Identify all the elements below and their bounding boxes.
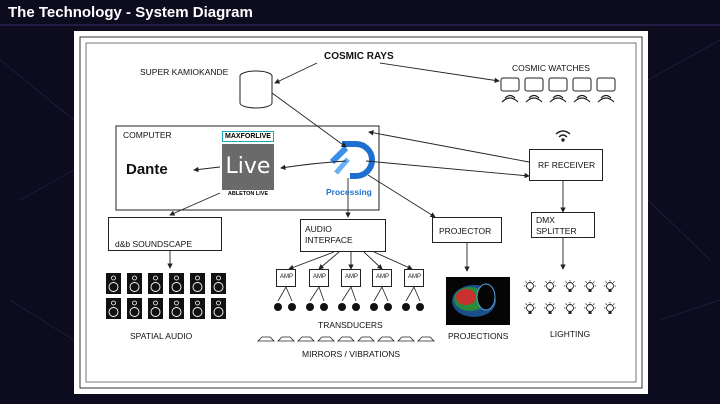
transducers-label: TRANSDUCERS (318, 320, 383, 330)
projector-box: PROJECTOR (432, 217, 502, 243)
amp-box-3: AMP (341, 269, 361, 287)
lighting-label: LIGHTING (550, 329, 591, 339)
speaker-icon (127, 298, 142, 319)
amp-box-5: AMP (404, 269, 424, 287)
super-kamiokande-label: SUPER KAMIOKANDE (140, 67, 229, 77)
amp-box-2: AMP (309, 269, 329, 287)
system-diagram: COSMIC RAYS SUPER KAMIOKANDE COSMIC WATC… (74, 31, 648, 394)
dmx-splitter-box: DMX SPLITTER (531, 212, 595, 238)
speaker-icon (106, 298, 121, 319)
mirrors-row (257, 336, 435, 342)
slide-title: The Technology - System Diagram (8, 4, 253, 21)
bulb-icon (564, 302, 576, 314)
bulb-icon (524, 280, 536, 292)
computer-label: COMPUTER (123, 130, 172, 140)
light-bulbs (524, 280, 616, 314)
projection-image (446, 277, 510, 325)
speaker-icon (127, 273, 142, 294)
amp-box-1: AMP (276, 269, 296, 287)
spatial-audio-label: SPATIAL AUDIO (130, 331, 193, 341)
bulb-icon (524, 302, 536, 314)
live-badge: Live (222, 144, 274, 190)
speaker-icon (190, 298, 205, 319)
soundscape-box: d&b SOUNDSCAPE (108, 217, 222, 251)
cylinder-icon (239, 70, 273, 109)
max-for-live-badge: MAXFORLIVE (222, 131, 274, 142)
bulb-icon (584, 280, 596, 292)
speaker-icon (148, 273, 163, 294)
ableton-live-logo: MAXFORLIVE Live ABLETON LIVE (222, 131, 274, 201)
cosmic-watches-label: COSMIC WATCHES (512, 63, 590, 73)
bulb-icon (544, 302, 556, 314)
processing-label: Processing (326, 187, 372, 197)
speaker-icon (190, 273, 205, 294)
rf-receiver-box: RF RECEIVER (529, 149, 603, 181)
bulb-icon (604, 280, 616, 292)
bulb-icon (584, 302, 596, 314)
speaker-icon (106, 273, 121, 294)
mirrors-label: MIRRORS / VIBRATIONS (302, 349, 401, 359)
speaker-icon (148, 298, 163, 319)
bulb-icon (564, 280, 576, 292)
processing-logo (329, 141, 375, 179)
speaker-icon (169, 298, 184, 319)
bulb-icon (604, 302, 616, 314)
amp-box-4: AMP (372, 269, 392, 287)
ableton-live-label: ABLETON LIVE (227, 191, 269, 197)
dante-logo: Dante (126, 161, 168, 178)
speaker-grid (106, 273, 226, 319)
speaker-icon (211, 298, 226, 319)
wifi-icon (555, 130, 571, 142)
speaker-icon (169, 273, 184, 294)
audio-interface-box: AUDIO INTERFACE (300, 219, 386, 252)
projections-label: PROJECTIONS (448, 331, 509, 341)
cosmic-rays-label: COSMIC RAYS (324, 51, 394, 62)
bulb-icon (544, 280, 556, 292)
speaker-icon (211, 273, 226, 294)
